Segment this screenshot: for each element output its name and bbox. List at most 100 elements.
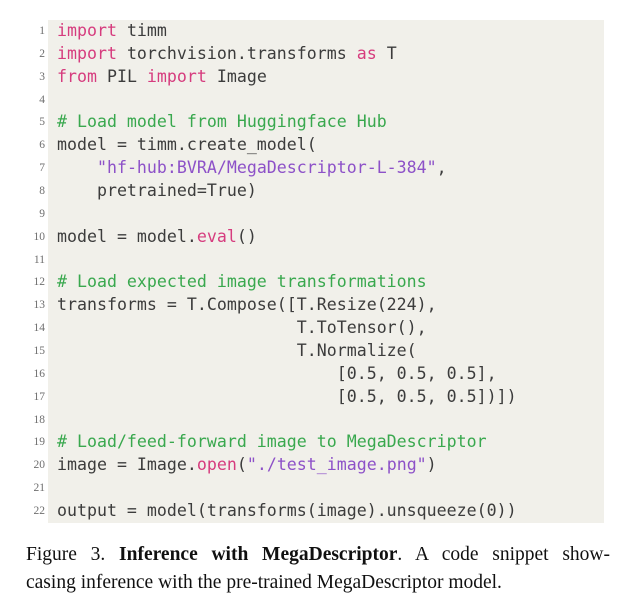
code-token-kw: from (57, 66, 97, 86)
code-line: 10 model = model.eval() (0, 225, 640, 249)
code-text: T.Normalize( (48, 340, 604, 363)
code-text: model = timm.create_model( (48, 134, 604, 158)
code-token-com: # Load expected image transformations (57, 272, 427, 292)
code-text (48, 248, 604, 272)
line-number: 18 (0, 408, 45, 432)
code-line: 15 T.Normalize( (0, 340, 640, 363)
code-line: 13 transforms = T.Compose([T.Resize(224), (0, 294, 640, 318)
code-text: pretrained=True) (48, 180, 604, 203)
code-token-txt: [0.5, 0.5, 0.5])]) (57, 386, 517, 406)
line-number: 5 (0, 111, 45, 135)
code-text (48, 477, 604, 501)
line-number: 10 (0, 225, 45, 249)
code-text: # Load expected image transformations (48, 271, 604, 295)
code-token-kw: import (57, 21, 117, 40)
code-text: # Load/feed-forward image to MegaDescrip… (48, 431, 604, 455)
caption-title: Inference with MegaDescriptor (119, 544, 398, 565)
code-text: output = model(transforms(image).unsquee… (48, 500, 604, 523)
code-token-bi: open (196, 455, 237, 475)
line-number: 9 (0, 202, 45, 226)
caption-text-line1: . A code snippet show- (397, 544, 610, 565)
code-token-com: # Load model from Huggingface Hub (57, 112, 387, 132)
code-token-str: "hf-hub:BVRA/MegaDescriptor-L-384" (96, 158, 437, 178)
caption-line-1: Figure 3. Inference with MegaDescriptor.… (26, 541, 610, 569)
code-text: [0.5, 0.5, 0.5], (48, 362, 604, 386)
code-line: 18 (0, 408, 640, 432)
code-token-txt: T (376, 43, 397, 63)
line-number: 14 (0, 317, 45, 341)
line-number: 6 (0, 134, 45, 158)
code-line: 19 # Load/feed-forward image to MegaDescr… (0, 431, 640, 455)
line-number: 1 (0, 20, 45, 43)
line-number: 3 (0, 65, 45, 89)
line-number: 15 (0, 340, 45, 363)
line-number: 16 (0, 362, 45, 386)
code-line: 11 (0, 248, 640, 272)
code-token-txt: ( (236, 455, 247, 475)
caption-line-2: casing inference with the pre-trained Me… (26, 572, 502, 593)
code-text: [0.5, 0.5, 0.5])]) (48, 385, 604, 409)
code-text: import torchvision.transforms as T (48, 42, 604, 66)
code-token-txt: image = Image. (57, 455, 197, 475)
code-line: 22 output = model(transforms(image).unsqu… (0, 500, 640, 523)
code-text: transforms = T.Compose([T.Resize(224), (48, 294, 604, 318)
code-line: 6 model = timm.create_model( (0, 134, 640, 158)
code-token-txt: ) (426, 455, 437, 475)
code-token-txt: Image (206, 66, 267, 86)
code-line: 17 [0.5, 0.5, 0.5])]) (0, 385, 640, 409)
code-line: 4 (0, 88, 640, 112)
line-number: 19 (0, 431, 45, 455)
code-token-kw: as (356, 43, 377, 63)
code-text (48, 408, 604, 432)
code-token-txt (57, 158, 97, 177)
code-token-txt: torchvision.transforms (116, 43, 357, 63)
code-text: # Load model from Huggingface Hub (48, 111, 604, 135)
code-line: 12 # Load expected image transformations (0, 271, 640, 295)
figure-caption: Figure 3. Inference with MegaDescriptor.… (26, 541, 610, 597)
line-number: 21 (0, 477, 45, 501)
code-token-bi: eval (196, 226, 237, 246)
line-number: 4 (0, 88, 45, 112)
code-text: from PIL import Image (48, 65, 604, 89)
line-number: 8 (0, 180, 45, 203)
code-text: import timm (48, 20, 604, 43)
line-number: 12 (0, 271, 45, 295)
code-token-txt: T.Normalize( (57, 341, 417, 361)
caption-figure-label: Figure 3. (26, 544, 120, 565)
code-token-com: # Load/feed-forward image to MegaDescrip… (57, 432, 487, 452)
code-token-str: "./test_image.png" (246, 455, 427, 475)
line-number: 2 (0, 42, 45, 66)
line-number: 13 (0, 294, 45, 318)
code-token-txt: [0.5, 0.5, 0.5], (57, 363, 497, 383)
code-token-txt: output = model(transforms(image).unsquee… (57, 501, 517, 521)
code-line: 7 "hf-hub:BVRA/MegaDescriptor-L-384", (0, 157, 640, 181)
code-token-txt: pretrained=True) (57, 181, 257, 201)
code-line: 14 T.ToTensor(), (0, 317, 640, 341)
line-number: 7 (0, 157, 45, 181)
code-text (48, 202, 604, 226)
code-token-txt: model = model. (57, 226, 197, 246)
code-token-kw: import (146, 66, 207, 86)
code-token-txt: model = timm.create_model( (57, 135, 317, 155)
code-token-txt: transforms = T.Compose([T.Resize(224), (57, 295, 437, 315)
line-number: 22 (0, 500, 45, 523)
code-token-txt: T.ToTensor(), (57, 318, 427, 338)
code-token-txt: PIL (96, 66, 147, 86)
line-number: 17 (0, 385, 45, 409)
code-text: T.ToTensor(), (48, 317, 604, 341)
code-token-txt: , (436, 158, 447, 178)
line-number: 11 (0, 248, 45, 272)
code-text: "hf-hub:BVRA/MegaDescriptor-L-384", (48, 157, 604, 181)
code-token-txt: () (236, 226, 257, 246)
code-line: 5 # Load model from Huggingface Hub (0, 111, 640, 135)
code-line: 16 [0.5, 0.5, 0.5], (0, 362, 640, 386)
code-line: 21 (0, 477, 640, 501)
code-text (48, 88, 604, 112)
code-text: image = Image.open("./test_image.png") (48, 454, 604, 478)
code-token-kw: import (57, 43, 117, 63)
